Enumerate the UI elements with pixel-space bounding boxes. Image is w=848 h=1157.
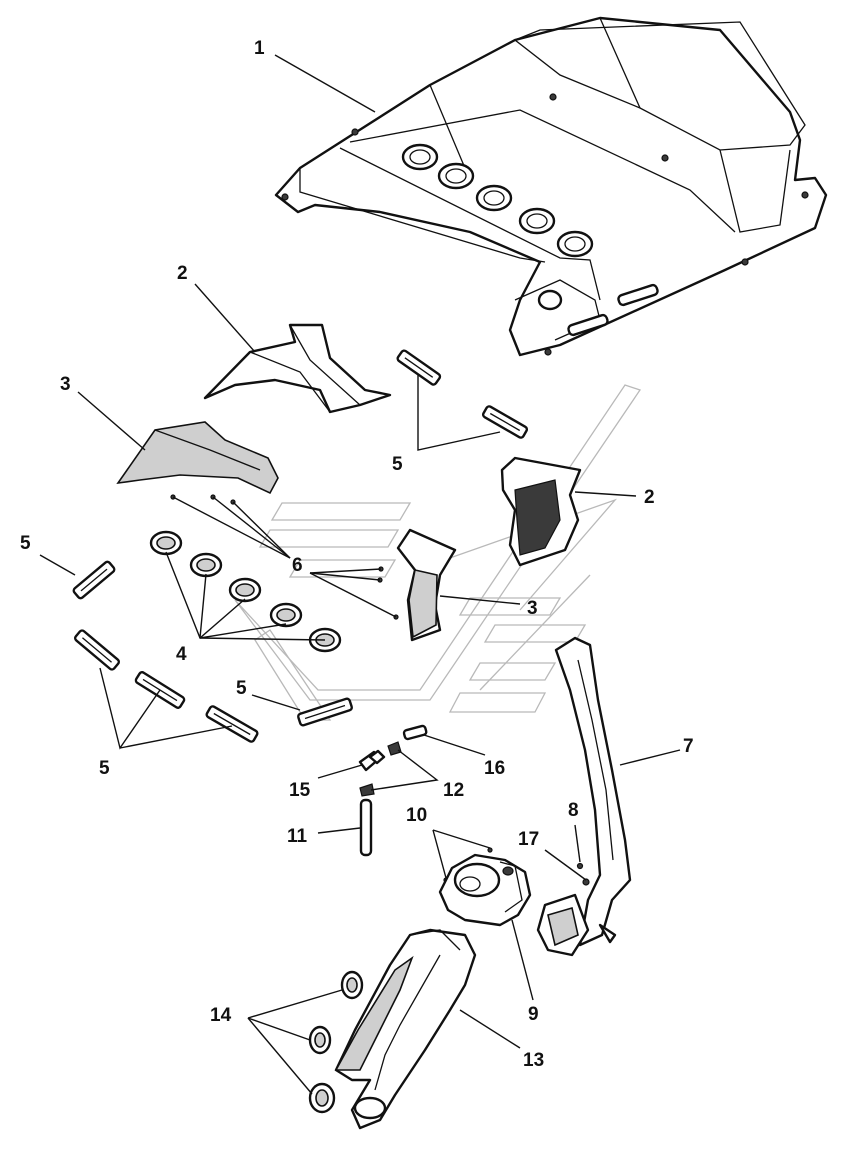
part-speaker-grilles: [149, 530, 342, 653]
part-blower-unit: [438, 853, 532, 927]
callout-5-left: 5: [20, 533, 31, 554]
part-textured-duct-right: [396, 528, 457, 642]
part-duct-cover-right: [500, 456, 582, 567]
part-lower-duct: [334, 928, 477, 1130]
callout-15: 15: [289, 780, 311, 801]
part-roof-panel: [274, 16, 828, 357]
callout-5-mid: 5: [236, 678, 247, 699]
callout-1: 1: [254, 38, 265, 59]
callout-labels: 1 2 2 3 3 4 5 5 5 5 6 7 8 9 10 11 12 13 …: [20, 38, 694, 1071]
callout-16: 16: [484, 758, 505, 779]
callout-5-top: 5: [392, 454, 403, 475]
part-duct-cover-left: [203, 323, 392, 414]
part-vent-grilles: [72, 349, 529, 743]
part-textured-duct-left: [116, 421, 279, 495]
callout-12: 12: [443, 780, 464, 801]
callout-11: 11: [287, 826, 308, 847]
callout-14: 14: [210, 1005, 232, 1026]
callout-10: 10: [406, 805, 427, 826]
callout-2-right: 2: [644, 487, 655, 508]
callout-5-bottom: 5: [99, 758, 110, 779]
callout-9: 9: [528, 1004, 539, 1025]
callout-4: 4: [176, 644, 187, 665]
leader-lines: [39, 54, 681, 1095]
callout-2-left: 2: [177, 263, 188, 284]
callout-3-right: 3: [527, 598, 538, 619]
part-small-fittings: [358, 724, 590, 886]
callout-13: 13: [523, 1050, 544, 1071]
callout-6: 6: [292, 555, 303, 576]
part-long-air-duct: [536, 636, 632, 957]
callout-7: 7: [683, 736, 694, 757]
callout-17: 17: [518, 829, 539, 850]
callout-8: 8: [568, 800, 579, 821]
callout-3-left: 3: [60, 374, 71, 395]
part-grommets: [308, 970, 364, 1114]
